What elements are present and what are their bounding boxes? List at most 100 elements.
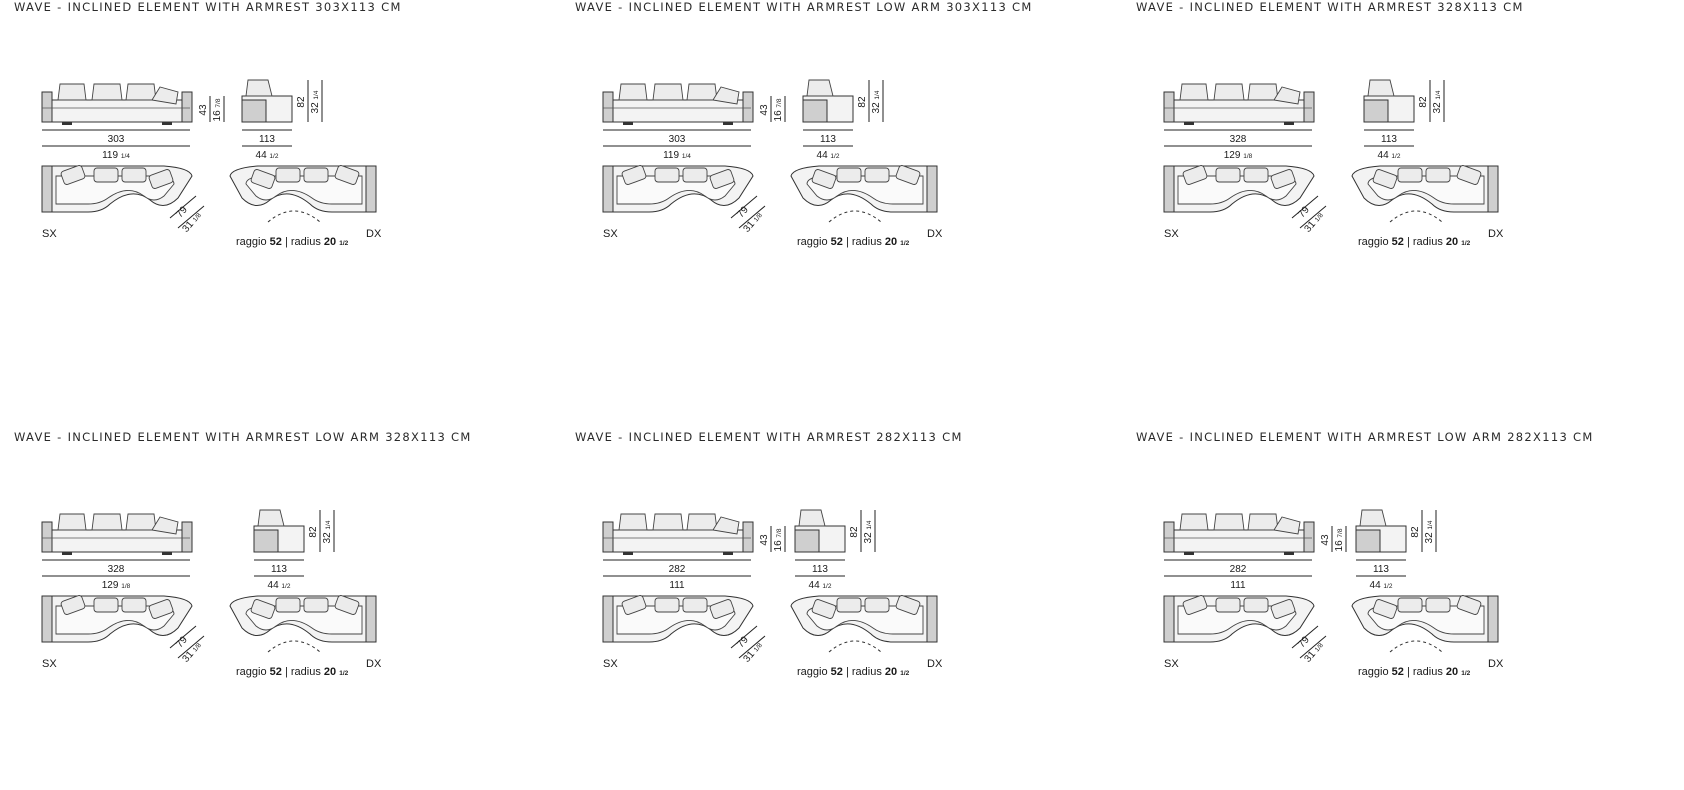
seat-height-dims: 43 16 7/8 xyxy=(1320,526,1347,552)
plan-cushion xyxy=(121,167,147,183)
front-view: 328 129 1/8 xyxy=(41,513,193,591)
plan-cushion xyxy=(709,169,735,189)
card-title: WAVE - INCLINED ELEMENT WITH ARMREST 303… xyxy=(14,0,402,14)
diag-dim-line xyxy=(177,635,205,659)
plan-cushion xyxy=(621,595,647,615)
armrest-right xyxy=(181,91,193,123)
sofa-foot xyxy=(723,552,733,555)
card-title: WAVE - INCLINED ELEMENT WITH ARMREST 328… xyxy=(1136,0,1524,14)
height-cm: 82 xyxy=(849,526,860,538)
sofa-base xyxy=(602,529,752,553)
height-cm: 82 xyxy=(857,96,868,108)
height-cm: 82 xyxy=(296,96,307,108)
plan-cushion xyxy=(93,597,119,613)
sofa-base xyxy=(602,99,752,123)
plan-cushion xyxy=(275,167,301,183)
armrest-left xyxy=(1163,521,1175,553)
plan-view-dx: raggio 52 | radius 20 1/2 DX xyxy=(229,165,382,248)
plan-view-sx: 79 31 1/8 SX xyxy=(1163,165,1327,240)
sofa-foot xyxy=(162,122,172,125)
plan-cushion xyxy=(864,597,890,613)
left-label: SX xyxy=(1164,228,1179,240)
plan-cushion xyxy=(1456,165,1482,185)
sofa-foot xyxy=(1184,122,1194,125)
plan-view-sx: 79 31 1/8 SX xyxy=(41,595,205,670)
plan-cushion xyxy=(334,165,360,185)
depth-cm-value: 113 xyxy=(259,134,275,145)
side-view: 113 44 1/2 82 32 1/4 xyxy=(253,509,335,591)
left-label: SX xyxy=(603,658,618,670)
plan-view-dx: raggio 52 | radius 20 1/2 DX xyxy=(229,595,382,678)
plan-cushion xyxy=(895,595,921,615)
plan-cushion xyxy=(148,169,174,189)
front-view: 282 111 43 16 7/8 xyxy=(1163,513,1347,591)
diag-dim-line xyxy=(177,205,205,229)
plan-cushion xyxy=(250,599,276,619)
seat-height-cm: 43 xyxy=(759,104,770,116)
front-view: 282 111 43 16 7/8 xyxy=(602,513,786,591)
left-label: SX xyxy=(42,228,57,240)
back-cushion xyxy=(57,513,87,531)
card-title: WAVE - INCLINED ELEMENT WITH ARMREST 282… xyxy=(575,430,963,444)
technical-drawing: 328 129 1/8 113 44 1/2 xyxy=(1163,79,1504,248)
sofa-base xyxy=(41,529,191,553)
card-title: WAVE - INCLINED ELEMENT WITH ARMREST LOW… xyxy=(575,0,1033,14)
card-title: WAVE - INCLINED ELEMENT WITH ARMREST LOW… xyxy=(14,430,472,444)
radius-arc xyxy=(267,210,321,223)
plan-cushion xyxy=(121,597,147,613)
depth-cm-value: 113 xyxy=(812,564,828,575)
back-cushion xyxy=(712,86,740,105)
depth-in-value: 44 1/2 xyxy=(1378,150,1401,161)
back-cushion xyxy=(1247,513,1279,531)
width-in-value: 129 1/8 xyxy=(102,580,131,591)
sofa-foot xyxy=(162,552,172,555)
back-cushion xyxy=(618,513,648,531)
plan-arm xyxy=(41,595,53,643)
height-cm: 82 xyxy=(1410,526,1421,538)
sofa-foot xyxy=(1284,122,1294,125)
depth-in-value: 44 1/2 xyxy=(1370,580,1393,591)
radius-label: raggio 52 | radius 20 1/2 xyxy=(1358,236,1471,248)
depth-in-value: 44 1/2 xyxy=(268,580,291,591)
plan-cushion xyxy=(1270,599,1296,619)
side-arm xyxy=(1355,529,1381,553)
card-title: WAVE - INCLINED ELEMENT WITH ARMREST LOW… xyxy=(1136,430,1594,444)
technical-drawing: 303 119 1/4 43 16 7/8 113 44 1/2 xyxy=(602,79,943,248)
back-cushion xyxy=(686,513,718,531)
depth-cm-value: 113 xyxy=(1373,564,1389,575)
height-in: 32 1/4 xyxy=(1432,90,1443,113)
technical-drawing: 328 129 1/8 113 44 1/2 xyxy=(41,509,382,678)
plan-cushion xyxy=(334,595,360,615)
product-card: WAVE - INCLINED ELEMENT WITH ARMREST 303… xyxy=(14,0,574,360)
product-card: WAVE - INCLINED ELEMENT WITH ARMREST LOW… xyxy=(14,430,574,790)
plan-cushion xyxy=(60,595,86,615)
back-cushion xyxy=(1213,513,1245,531)
front-view: 303 119 1/4 43 16 7/8 xyxy=(41,83,225,161)
plan-arm xyxy=(1487,165,1499,213)
side-view: 113 44 1/2 82 32 1/4 xyxy=(241,79,323,161)
technical-drawing: 282 111 43 16 7/8 113 44 1/2 xyxy=(1163,509,1504,678)
plan-cushion xyxy=(811,599,837,619)
plan-cushion xyxy=(1270,169,1296,189)
back-cushion xyxy=(712,516,740,535)
sofa-base xyxy=(41,99,191,123)
height-cm: 82 xyxy=(308,526,319,538)
width-in-value: 119 1/4 xyxy=(102,150,130,161)
armrest-left xyxy=(602,521,614,553)
armrest-right xyxy=(742,91,754,123)
back-cushion xyxy=(57,83,87,101)
plan-cushion xyxy=(895,165,921,185)
plan-cushion xyxy=(1372,599,1398,619)
width-cm-value: 328 xyxy=(1230,134,1247,145)
right-label: DX xyxy=(1488,228,1504,240)
front-view: 328 129 1/8 xyxy=(1163,83,1315,161)
plan-cushion xyxy=(1425,167,1451,183)
seat-height-in: 16 7/8 xyxy=(773,528,784,551)
plan-cushion xyxy=(60,165,86,185)
diag-dim-line xyxy=(1299,205,1327,229)
product-card: WAVE - INCLINED ELEMENT WITH ARMREST LOW… xyxy=(1136,430,1684,790)
back-cushion xyxy=(125,83,157,101)
radius-label: raggio 52 | radius 20 1/2 xyxy=(797,236,910,248)
left-label: SX xyxy=(42,658,57,670)
left-label: SX xyxy=(603,228,618,240)
